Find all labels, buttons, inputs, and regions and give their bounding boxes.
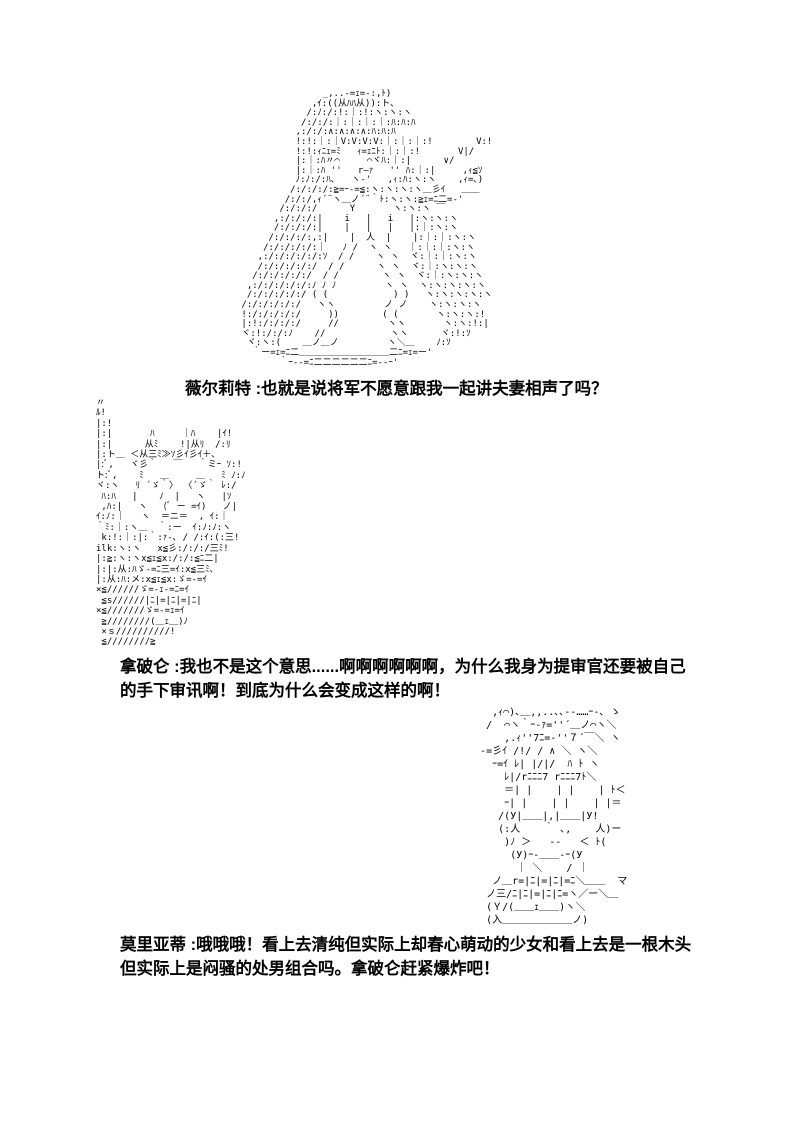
dialogue-napoleon: 拿破仑 :我也不是这个意思......啊啊啊啊啊啊，为什么我身为提审官还要被自己… (120, 658, 686, 700)
dialogue-moriarty: 莫里亚蒂 :哦哦哦！看上去清纯但实际上却春心萌动的少女和看上去是一根木头 但实际… (120, 936, 692, 978)
ascii-art-napoleon: 〃 ﾙ! |:! |:| ﾊ ｜ﾊ |ｲ! |:| 从ﾐ !|从ﾘ /:ﾘ |:… (96, 398, 246, 648)
dialogue-violet: 薇尔莉特 :也就是说将军不愿意跟我一起讲夫妻相声了吗？ (185, 380, 608, 398)
ascii-art-moriarty: ,ｨ⌒)､＿,,..､､--……ｰ-､ ゝ / ⌒ヽ｀ｰ-ｧ=''´＿ノ⌒ヽ＼ … (480, 707, 628, 926)
ascii-art-violet: _,..-=ｪ=-:,ﾄ) ,ｲ:((从ﾊﾊ从)):ト､ /:ﾉ:/:!:｜:!… (241, 89, 493, 368)
